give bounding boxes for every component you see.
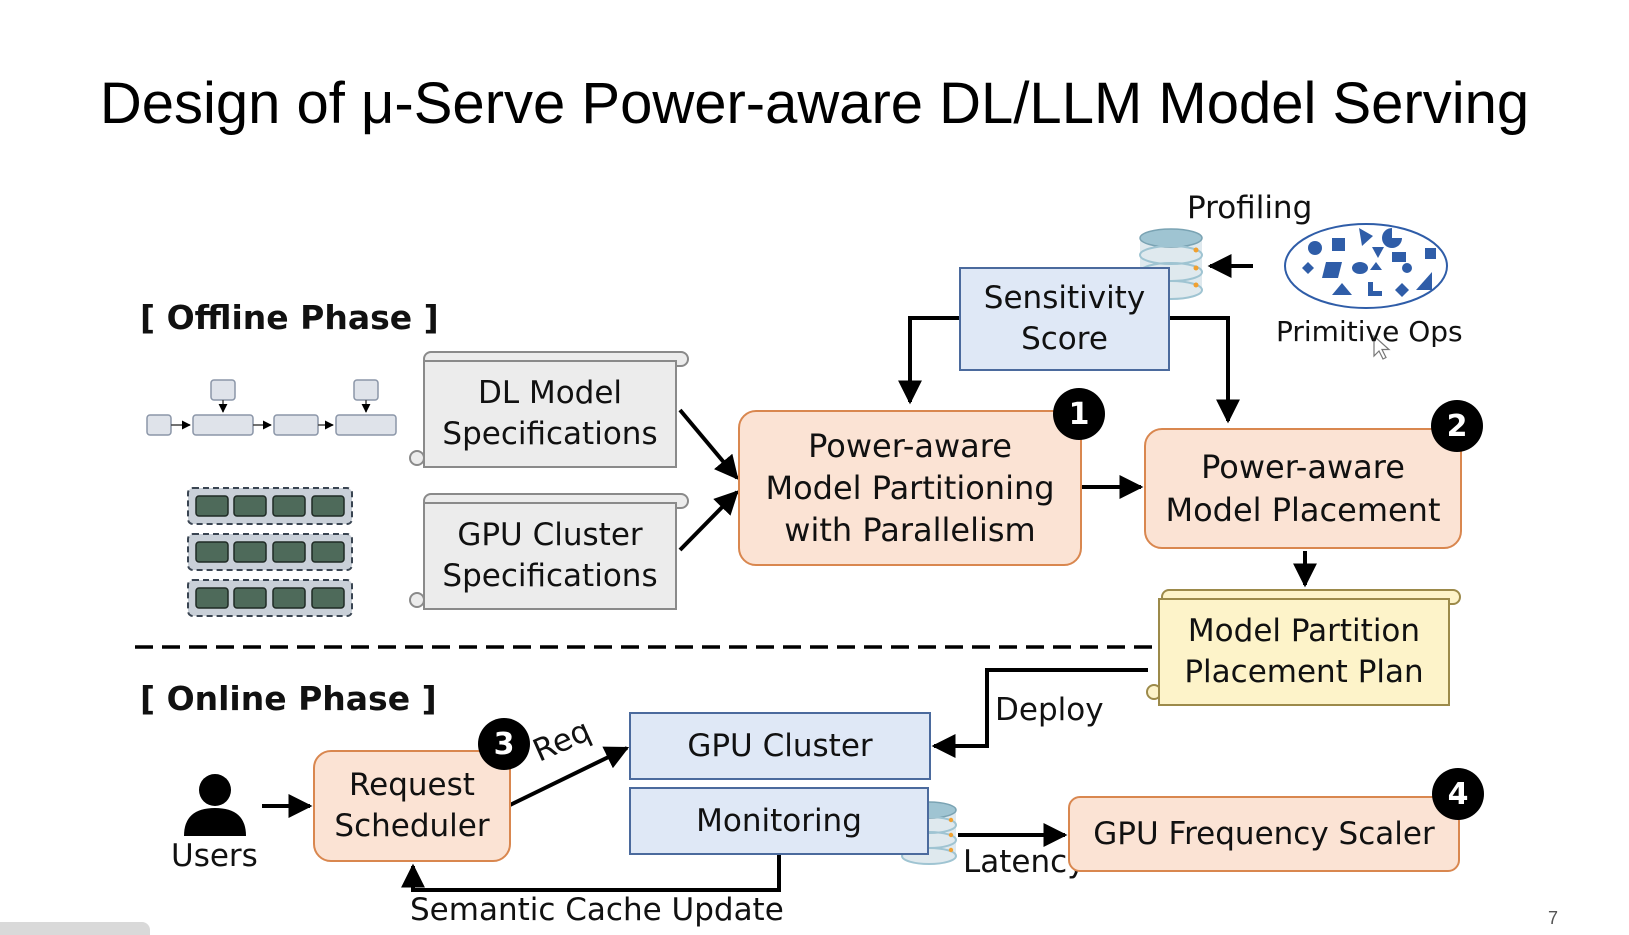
dl-spec-line2: Specifications: [442, 416, 658, 452]
monitoring-label: Monitoring: [696, 802, 862, 839]
sensitivity-line2: Score: [1021, 321, 1108, 357]
users-label: Users: [171, 838, 258, 874]
deploy-label: Deploy: [995, 692, 1104, 728]
semantic-cache-label: Semantic Cache Update: [410, 892, 784, 928]
gpu-cluster-label: GPU Cluster: [687, 727, 873, 764]
placement-line2: Model Placement: [1165, 490, 1441, 529]
online-phase-label: [ Online Phase ]: [140, 679, 437, 718]
freq-scaler-label: GPU Frequency Scaler: [1093, 815, 1435, 852]
dl-spec-line1: DL Model: [477, 375, 623, 412]
dependency-graph-icon: [146, 379, 397, 436]
latency-label: Latency: [963, 844, 1086, 880]
gpu-spec-line1: GPU Cluster: [457, 517, 643, 554]
scheduler-line1: Request: [349, 767, 475, 804]
user-icon: [184, 774, 246, 836]
model-partitioning-box: Power-aware Model Partitioning with Para…: [738, 410, 1082, 566]
page-number: 7: [1548, 908, 1559, 928]
cursor-icon: [1373, 334, 1391, 360]
offline-phase-label: [ Offline Phase ]: [140, 298, 439, 337]
scheduler-line2: Scheduler: [334, 808, 490, 844]
primitive-ops-label: Primitive Ops: [1276, 315, 1463, 348]
partitioning-line3: with Parallelism: [784, 511, 1036, 550]
gpu-rack-icon: [187, 487, 353, 617]
gpu-spec-line2: Specifications: [442, 558, 658, 594]
step-badge-3: 3: [478, 718, 530, 770]
corner-shade: [0, 922, 150, 935]
profiling-label: Profiling: [1187, 190, 1313, 226]
step-badge-2: 2: [1431, 400, 1483, 452]
step-badge-1: 1: [1053, 388, 1105, 440]
gpu-cluster-box: GPU Cluster: [629, 712, 931, 780]
plan-line1: Model Partition: [1187, 613, 1421, 650]
sensitivity-line1: Sensitivity: [983, 280, 1146, 317]
gpu-frequency-scaler-box: GPU Frequency Scaler: [1068, 796, 1460, 872]
primitive-ops-icon: [1284, 223, 1448, 309]
slide-title: Design of μ-Serve Power-aware DL/LLM Mod…: [99, 71, 1530, 136]
partitioning-line2: Model Partitioning: [765, 468, 1055, 507]
placement-line1: Power-aware: [1201, 448, 1405, 487]
plan-line2: Placement Plan: [1184, 654, 1424, 690]
step-badge-4: 4: [1432, 768, 1484, 820]
monitoring-box: Monitoring: [629, 787, 929, 855]
partitioning-line1: Power-aware: [808, 426, 1012, 465]
